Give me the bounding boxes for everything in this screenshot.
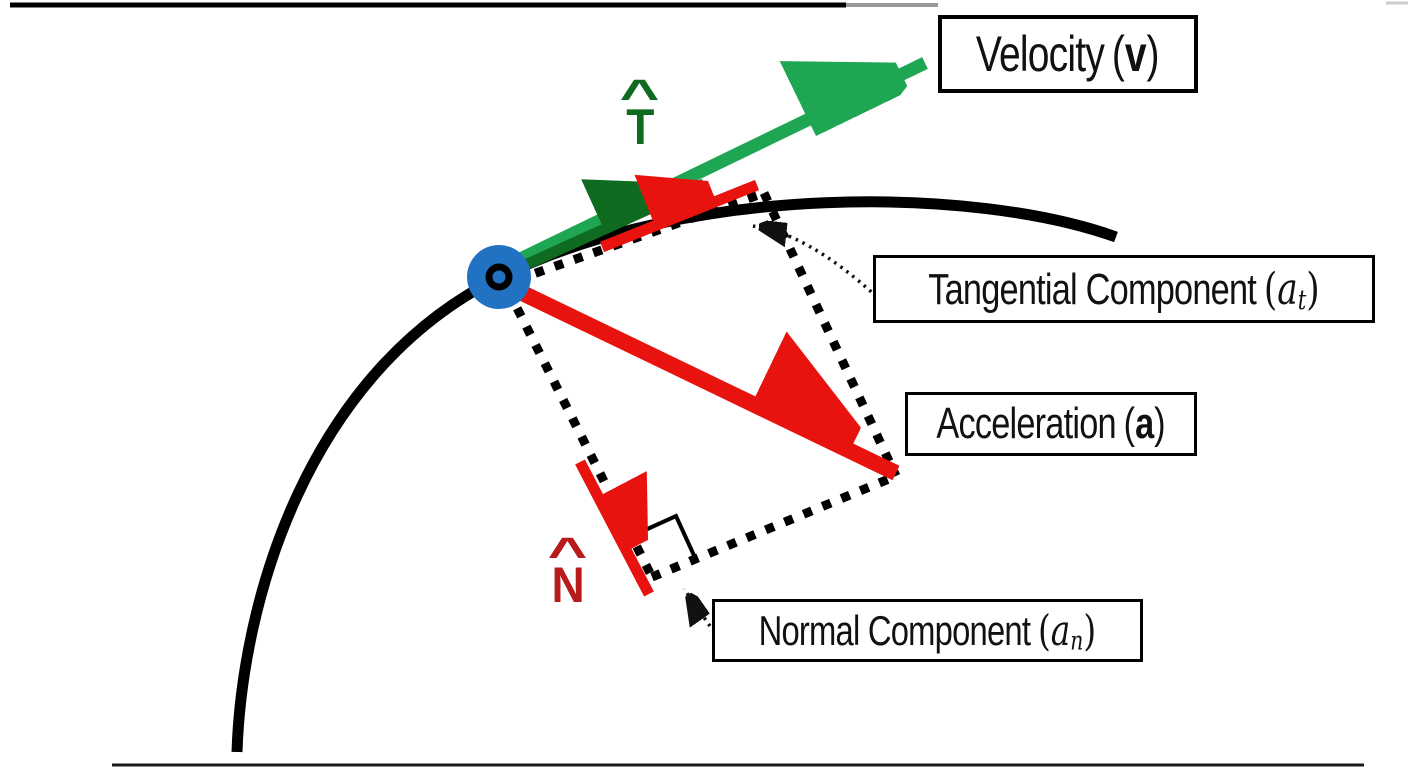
velocity-label-box: Velocity (v) [938, 15, 1198, 93]
particle-center-ring-icon [485, 263, 513, 291]
tangent-letter: T [625, 99, 655, 155]
dotted-bottom-side-line [650, 471, 898, 582]
normal-letter: N [551, 557, 585, 613]
velocity-arrow [507, 57, 928, 270]
paren-open: ( [1123, 399, 1136, 448]
paren-close: ) [1154, 399, 1166, 448]
normal-symbol: a [1050, 606, 1071, 655]
tangential-symbol: a [1277, 263, 1298, 315]
right-angle-marker [642, 513, 699, 563]
normal-label-text: Normal Component [758, 607, 1031, 654]
acceleration-label-text: Acceleration [936, 399, 1116, 448]
normal-label-leader-arrow [682, 587, 712, 626]
normal-subscript: n [1070, 626, 1084, 657]
paren-open: ( [1263, 263, 1278, 315]
paren-close: ) [1306, 263, 1320, 315]
normal-unit-arrow [575, 459, 654, 597]
velocity-symbol: v [1125, 26, 1147, 82]
acceleration-arrow [510, 281, 900, 481]
paren-close: ) [1146, 26, 1160, 82]
tangent-unit-label: ^ T [616, 72, 664, 155]
tangential-subscript: t [1297, 284, 1307, 316]
paren-open: ( [1038, 606, 1051, 655]
paren-open: ( [1112, 26, 1126, 82]
tangential-component-arrow [599, 185, 760, 253]
acceleration-symbol: a [1135, 399, 1155, 448]
particle [467, 245, 531, 309]
normal-unit-label: ^ N [544, 530, 592, 613]
tangential-label-leader-arrow [751, 226, 879, 299]
tangential-label-text: Tangential Component [928, 264, 1257, 314]
velocity-label-text: Velocity [976, 26, 1105, 82]
acceleration-label-box: Acceleration (a) [905, 392, 1197, 456]
paren-close: ) [1083, 606, 1097, 655]
